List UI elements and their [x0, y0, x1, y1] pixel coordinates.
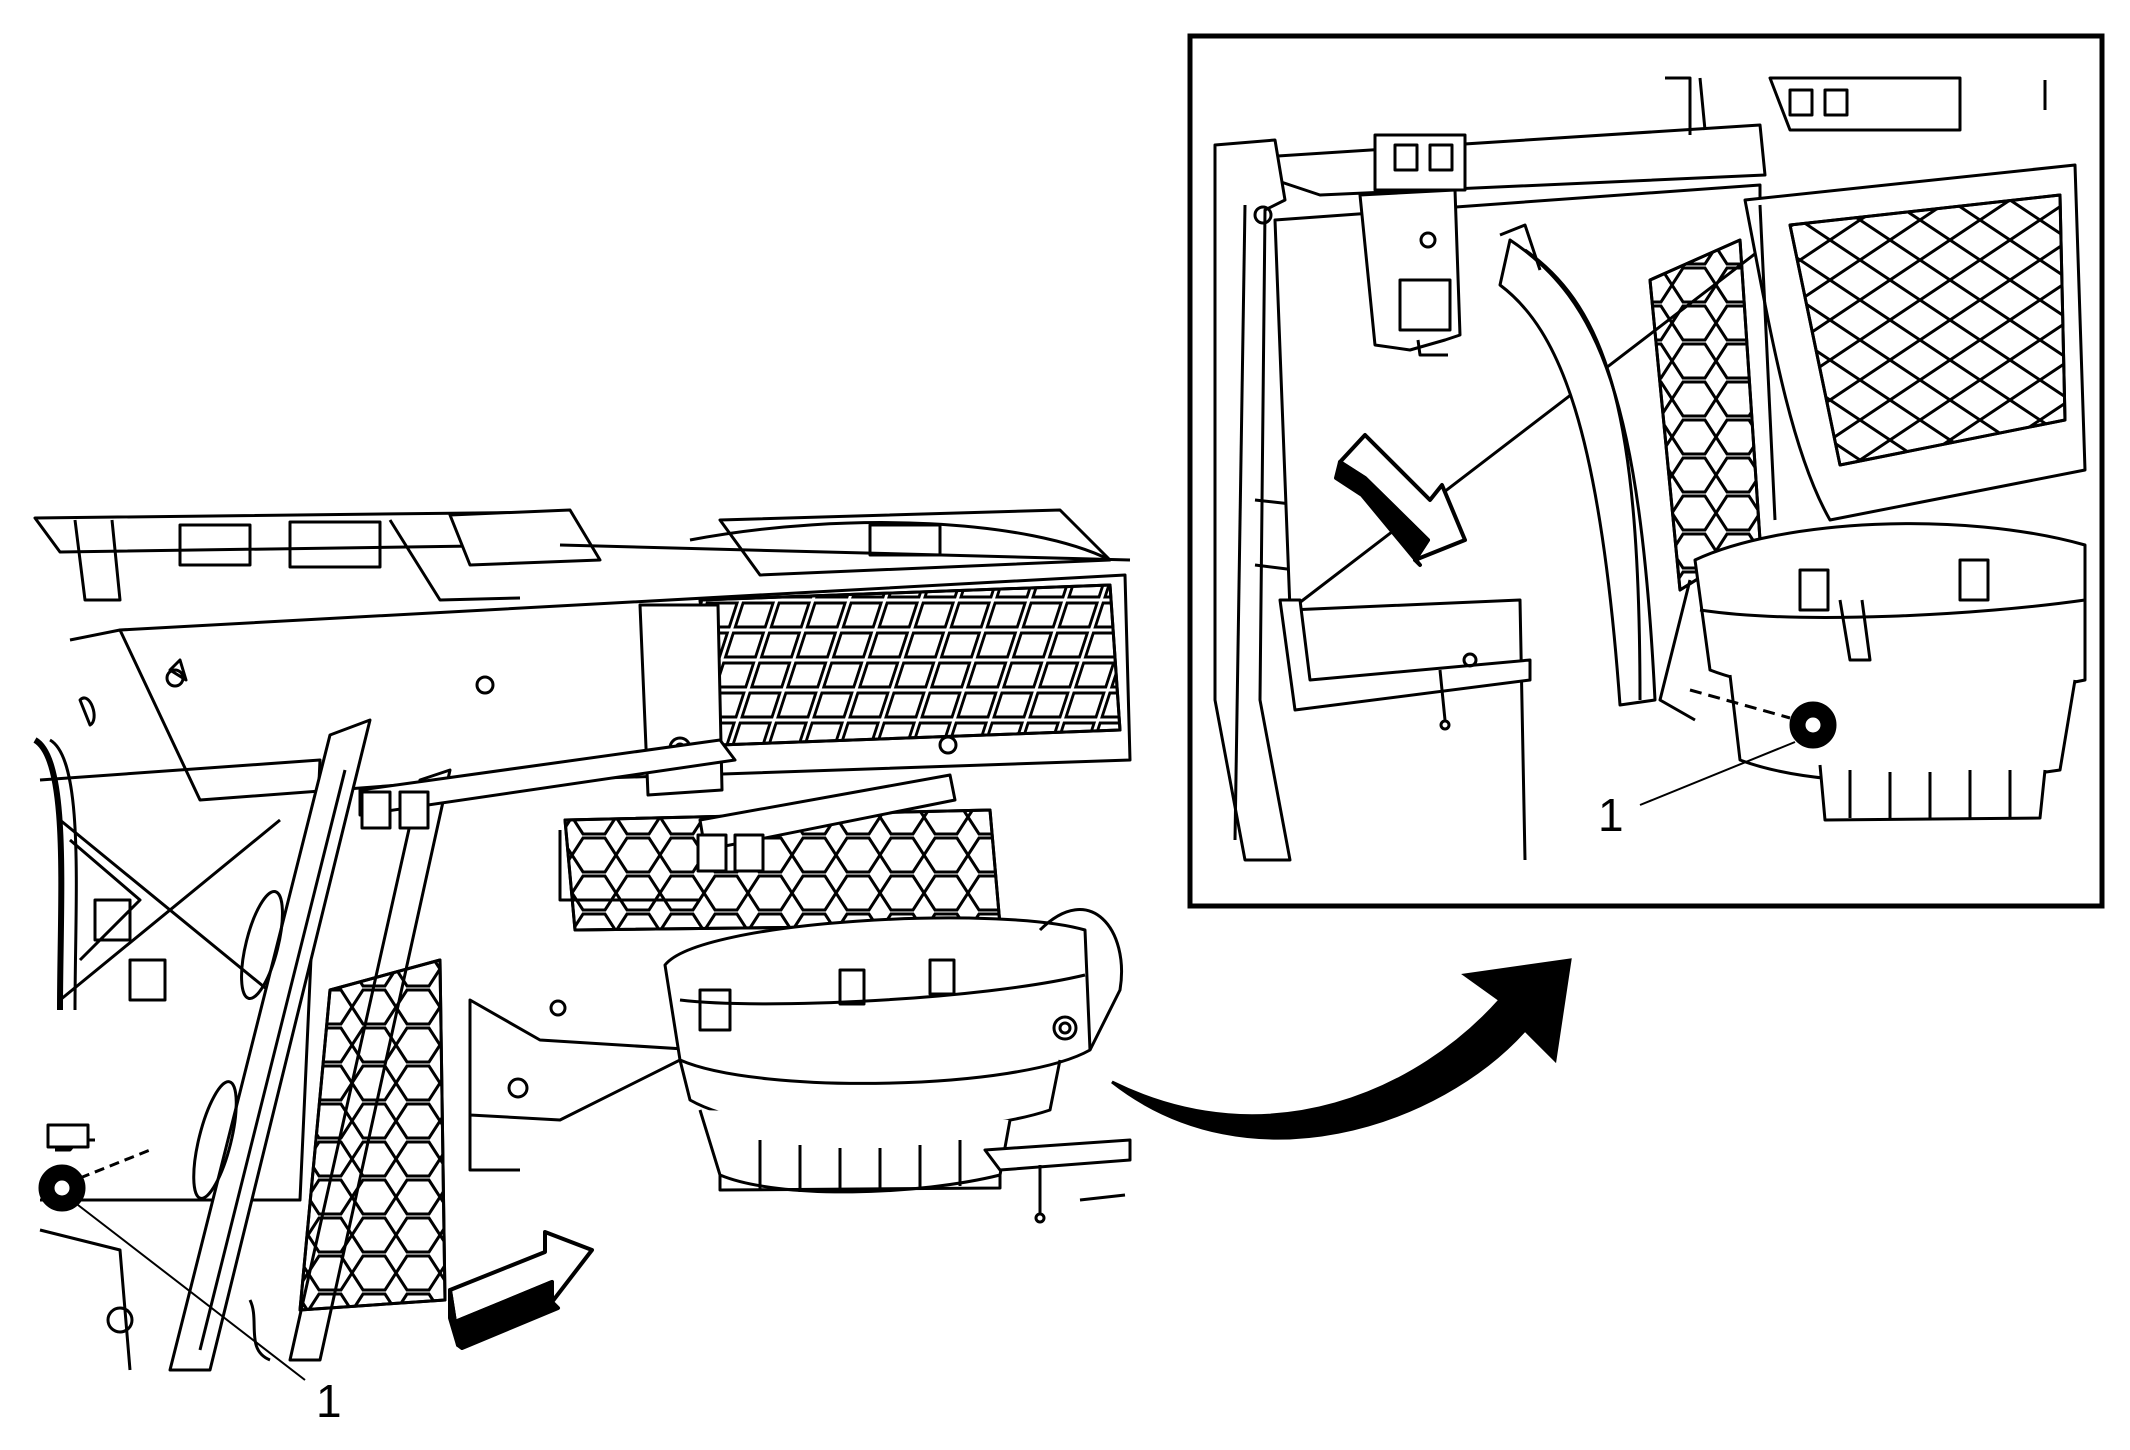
upper-frame — [33, 508, 1131, 602]
view-direction-arrow — [448, 1230, 594, 1350]
callout-label-main: 1 — [316, 1375, 342, 1427]
main-view-illustration — [33, 508, 1132, 1381]
leader-line-inset — [1639, 741, 1796, 806]
vent-grid — [698, 583, 1122, 747]
fastener-inset — [1689, 688, 1837, 749]
honeycomb-panel-left — [298, 958, 447, 1312]
callout-label-inset: 1 — [1598, 789, 1624, 841]
inset-left-frame — [1213, 138, 1292, 862]
inset-pillar — [1498, 238, 1657, 707]
cross-bracket-left — [358, 738, 737, 817]
blower-motor-housing — [663, 908, 1123, 1194]
view-direction-arrow — [1334, 433, 1467, 567]
left-structure — [33, 737, 322, 1202]
lower-plate — [468, 998, 702, 1122]
leader-line-main — [77, 1204, 306, 1381]
inset-detail-illustration — [1213, 76, 2087, 862]
lower-right-bracket — [983, 1138, 1132, 1172]
diagonal-pillar — [168, 718, 372, 1372]
fastener-main — [38, 1123, 151, 1212]
inset-center-bracket — [1358, 188, 1462, 352]
curved-arrow — [1111, 958, 1572, 1140]
inset-lower-bracket — [1278, 598, 1532, 712]
